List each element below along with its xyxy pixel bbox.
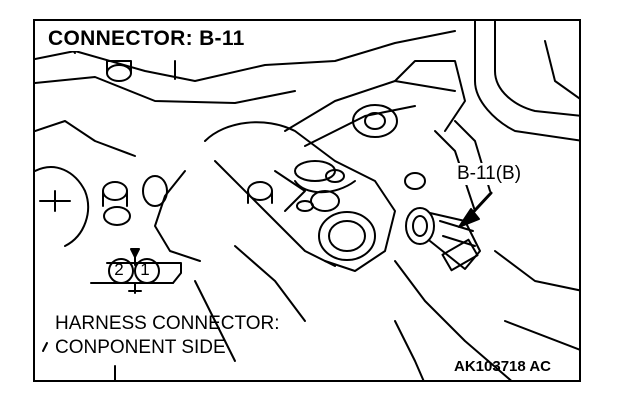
callout-arrow [458, 191, 493, 228]
figure-code: AK103718 AC [454, 358, 551, 375]
diagram-frame: 2 1 CONNECTOR: B-11 B-11(B) HARNESS CONN… [33, 19, 581, 382]
component-side-label: CONPONENT SIDE [55, 337, 226, 358]
connector-face-symbol [90, 248, 182, 294]
harness-connector-label: HARNESS CONNECTOR: [55, 313, 280, 334]
connector-callout-label: B-11(B) [456, 163, 523, 185]
pin-1-label: 1 [140, 260, 150, 279]
engine-illustration [35, 21, 579, 380]
mounting-bolts [102, 172, 426, 226]
pin-2-label: 2 [114, 260, 124, 279]
connector-title: CONNECTOR: B-11 [45, 27, 248, 51]
throttle-body [154, 60, 466, 362]
manifold-housing [35, 30, 456, 247]
sensor-connector-b11 [405, 207, 481, 272]
coolant-pipes [394, 21, 579, 380]
